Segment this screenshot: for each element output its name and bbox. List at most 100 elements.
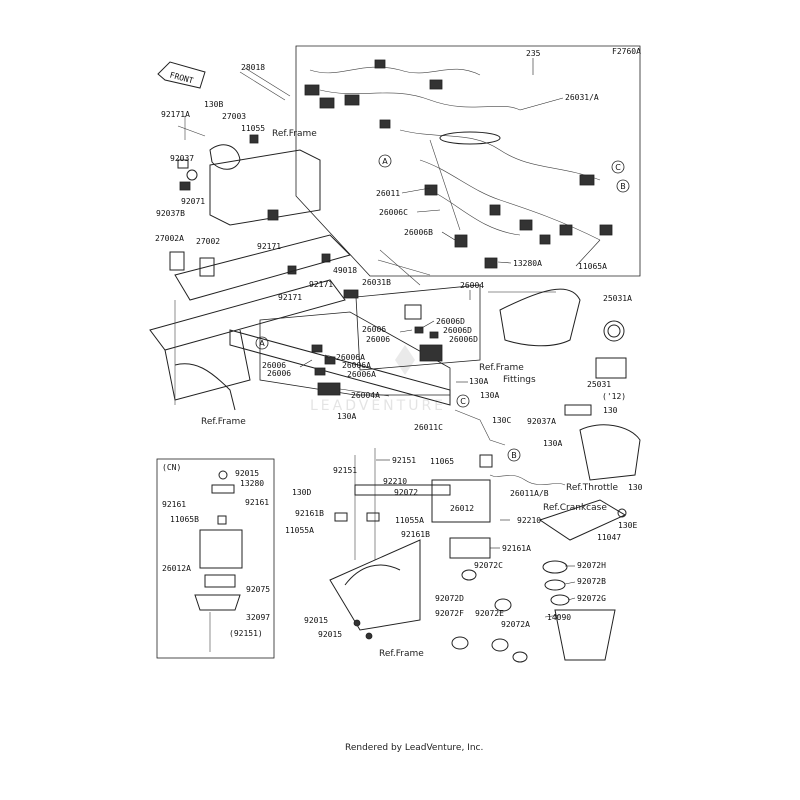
label-92071: 92071 bbox=[181, 197, 205, 206]
label-92151-3: (92151) bbox=[229, 629, 263, 638]
label-26031a: 26031/A bbox=[565, 93, 599, 102]
label-26006a-3: 26006A bbox=[347, 370, 376, 379]
svg-text:FRONT: FRONT bbox=[169, 71, 195, 86]
label-92072a: 92072A bbox=[501, 620, 530, 629]
label-92151-1: 92151 bbox=[333, 466, 357, 475]
label-130e: 130E bbox=[618, 521, 637, 530]
label-26006a-2: 26006A bbox=[342, 361, 371, 370]
label-92072c: 92072C bbox=[474, 561, 503, 570]
label-130b: 130B bbox=[204, 100, 223, 109]
label-130c: 130C bbox=[492, 416, 511, 425]
label-92037: 92037 bbox=[170, 154, 194, 163]
label-92161b-2: 92161B bbox=[401, 530, 430, 539]
label-11055a-1: 11055A bbox=[395, 516, 424, 525]
label-ref-throttle: Ref.Throttle bbox=[566, 483, 619, 493]
relay-group-box bbox=[259, 311, 451, 396]
svg-text:B: B bbox=[511, 451, 517, 460]
label-92072b: 92072B bbox=[577, 577, 606, 586]
label-26011c: 26011C bbox=[414, 423, 443, 432]
label-92075: 92075 bbox=[246, 585, 270, 594]
label-11047: 11047 bbox=[597, 533, 621, 542]
label-26012a: 26012A bbox=[162, 564, 191, 573]
label-92072e: 92072E bbox=[475, 609, 504, 618]
clamp-set bbox=[451, 560, 616, 663]
svg-text:B: B bbox=[620, 182, 626, 191]
label-13280a: 13280A bbox=[513, 259, 542, 268]
label-92210-1: 92210 bbox=[383, 477, 407, 486]
label-130a-2: 130A bbox=[337, 412, 356, 421]
label-92171-c: 92171 bbox=[278, 293, 302, 302]
label-26006b: 26006B bbox=[404, 228, 433, 237]
label-92037b: 92037B bbox=[156, 209, 185, 218]
label-ref-crankcase: Ref.Crankcase bbox=[543, 503, 607, 513]
left-upper-parts bbox=[169, 67, 331, 277]
label-ref-frame-fittings: Ref.Frame bbox=[479, 363, 524, 373]
battery-area bbox=[329, 409, 566, 640]
label-11065: 11065 bbox=[430, 457, 454, 466]
main-harness-group bbox=[295, 45, 641, 277]
label-92015-3: 92015 bbox=[318, 630, 342, 639]
label-92015-2: 92015 bbox=[304, 616, 328, 625]
callout-a-top: A bbox=[378, 154, 392, 168]
label-26004: 26004 bbox=[460, 281, 484, 290]
label-26012: 26012 bbox=[450, 504, 474, 513]
label-92072g: 92072G bbox=[577, 594, 606, 603]
label-26006-2: 26006 bbox=[366, 335, 390, 344]
label-130d: 130D bbox=[292, 488, 311, 497]
label-26006c: 26006C bbox=[379, 208, 408, 217]
fuse-box-group bbox=[343, 249, 481, 371]
leadventure-watermark: LEADVENTURE bbox=[310, 345, 443, 414]
frame-assembly bbox=[149, 234, 451, 411]
label-92171-d: 92171 bbox=[309, 280, 333, 289]
label-92161-2: 92161 bbox=[245, 498, 269, 507]
throttle-assembly bbox=[538, 404, 641, 541]
label-11065b: 11065B bbox=[170, 515, 199, 524]
cn-label: (CN) bbox=[162, 463, 181, 472]
label-26006a-1: 26006A bbox=[336, 353, 365, 362]
svg-text:C: C bbox=[615, 163, 621, 172]
leader-lines bbox=[299, 58, 601, 618]
label-92151-2: 92151 bbox=[392, 456, 416, 465]
label-92210-2: 92210 bbox=[517, 516, 541, 525]
label-ref-frame-top: Ref.Frame bbox=[272, 129, 317, 139]
callout-b-mid: B bbox=[507, 448, 521, 462]
label-92171-b: 92171 bbox=[257, 242, 281, 251]
label-26031b: 26031B bbox=[362, 278, 391, 287]
svg-text:C: C bbox=[460, 397, 466, 406]
label-26006-3: 26006 bbox=[262, 361, 286, 370]
label-92015-1: 92015 bbox=[235, 469, 259, 478]
label-49018: 49018 bbox=[333, 266, 357, 275]
footer-credit: Rendered by LeadVenture, Inc. bbox=[345, 743, 483, 753]
label-92161-1: 92161 bbox=[162, 500, 186, 509]
label-13280: 13280 bbox=[240, 479, 264, 488]
cn-variant-box: (CN) bbox=[156, 458, 275, 659]
label-92072f: 92072F bbox=[435, 609, 464, 618]
label-11065a: 11065A bbox=[578, 262, 607, 271]
label-92072d: 92072D bbox=[435, 594, 464, 603]
label-14090: 14090 bbox=[547, 613, 571, 622]
label-26006d-3: 26006D bbox=[449, 335, 478, 344]
label-26006d-2: 26006D bbox=[443, 326, 472, 335]
label-28018: 28018 bbox=[241, 63, 265, 72]
label-27002a: 27002A bbox=[155, 234, 184, 243]
label-26011: 26011 bbox=[376, 189, 400, 198]
label-26006d-1: 26006D bbox=[436, 317, 465, 326]
label-25031: 25031 bbox=[587, 380, 611, 389]
right-fittings bbox=[499, 288, 627, 379]
label-ref-frame-left: Ref.Frame bbox=[201, 417, 246, 427]
label-92072h: 92072H bbox=[577, 561, 606, 570]
part-labels: 235 26031/A 28018 92171A 130B 27003 1105… bbox=[155, 49, 643, 659]
label-26011ab: 26011A/B bbox=[510, 489, 549, 498]
label-130a-3: 130A bbox=[480, 391, 499, 400]
label-ref-frame-bottom: Ref.Frame bbox=[379, 649, 424, 659]
callout-b-top: B bbox=[616, 179, 630, 193]
callout-c-mid: C bbox=[456, 394, 470, 408]
svg-text:A: A bbox=[382, 157, 388, 166]
label-26006-1: 26006 bbox=[362, 325, 386, 334]
label-26004a: 26004A bbox=[351, 391, 380, 400]
label-130: 130 bbox=[603, 406, 618, 415]
label-32097: 32097 bbox=[246, 613, 270, 622]
label-130a-4: 130A bbox=[543, 439, 562, 448]
label-11055: 11055 bbox=[241, 124, 265, 133]
